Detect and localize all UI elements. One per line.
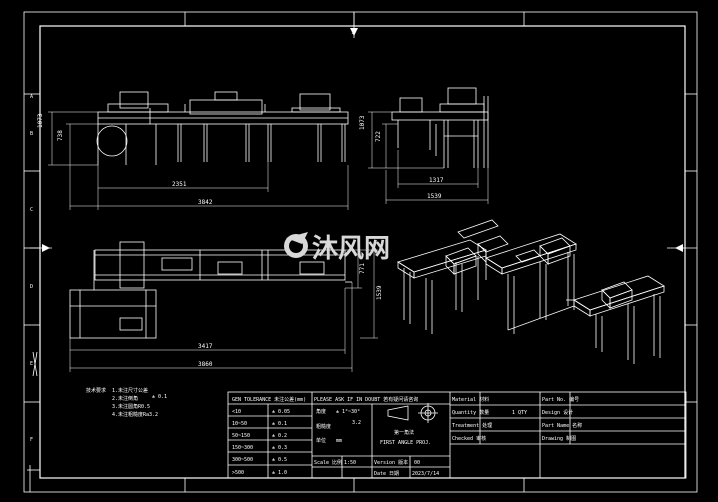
front-height-dim: 1073 xyxy=(37,113,44,128)
projection-cone-icon xyxy=(387,405,409,421)
unit-label: 单位 xyxy=(316,437,326,444)
side-leg-height-dim: 722 xyxy=(375,131,382,142)
unit-value: mm xyxy=(336,438,342,444)
top-width-dim: 771 xyxy=(359,263,366,274)
row-letter-c: C xyxy=(30,207,33,213)
scale-value: 1:50 xyxy=(344,460,356,466)
front-length-dim: 3842 xyxy=(198,199,213,206)
tolerance-range-3: 50~150 xyxy=(232,433,250,439)
tolerance-value-5: ± 0.5 xyxy=(272,457,287,463)
row-letter-b: B xyxy=(30,131,33,137)
front-leg-height-dim: 738 xyxy=(57,130,64,141)
notes-side-value: ± 0.1 xyxy=(152,394,167,400)
front-view xyxy=(48,91,349,210)
side-width-dim: 1317 xyxy=(429,177,444,184)
projection-text: FIRST ANGLE PROJ. xyxy=(380,440,431,446)
version-value: 00 xyxy=(414,460,420,466)
checked-label: Checked 审核 xyxy=(452,435,486,442)
tolerance-range-5: 300~500 xyxy=(232,457,253,463)
date-label: Date 日期 xyxy=(374,471,399,477)
notes-line-4: 4.未注粗糙度Ra3.2 xyxy=(112,411,158,418)
row-letters: A B C D E F xyxy=(30,94,33,443)
quantity-value: 1 QTY xyxy=(512,410,527,416)
doubt-notice: PLEASE ASK IF IN DOUBT 若有疑问请咨询 xyxy=(314,396,418,403)
tolerance-value-1: ± 0.05 xyxy=(272,409,290,415)
sheet-top-mark: 1 xyxy=(351,29,355,36)
centering-marks xyxy=(27,12,697,492)
top-total-width-dim: 1539 xyxy=(376,285,383,300)
finish-label: 粗糙度 xyxy=(316,423,331,430)
isometric-view xyxy=(397,219,665,364)
notes-line-1: 1.未注尺寸公差 xyxy=(112,387,148,394)
tolerance-value-3: ± 0.2 xyxy=(272,433,287,439)
top-length-dim: 3860 xyxy=(198,361,213,368)
row-letter-f: F xyxy=(30,437,33,443)
part-no-label: Part No. 编号 xyxy=(542,396,579,403)
treatment-label: Treatment 处理 xyxy=(452,422,492,429)
notes-title: 技术要求 xyxy=(86,387,106,394)
title-block xyxy=(227,391,687,479)
quantity-label: Quantity 数量 xyxy=(452,409,489,416)
top-view xyxy=(69,241,378,372)
date-value: 2023/7/14 xyxy=(412,471,439,477)
logo-icon xyxy=(284,232,308,258)
scale-label: Scale 比例 xyxy=(314,459,342,466)
tolerance-range-1: <10 xyxy=(232,409,241,415)
top-span-dim: 3417 xyxy=(198,343,213,350)
tolerance-range-2: 10~50 xyxy=(232,421,247,427)
outer-frame xyxy=(23,11,698,493)
notes-line-3: 3.未注圆角R0.5 xyxy=(112,403,150,410)
projection-label: 第一角法 xyxy=(394,429,414,436)
side-total-width-dim: 1539 xyxy=(427,193,442,200)
technical-notes: 技术要求 1.未注尺寸公差 2.未注倒角 3.未注圆角R0.5 4.未注粗糙度R… xyxy=(86,387,167,418)
finish-value: 3.2 xyxy=(352,420,361,426)
row-letter-d: D xyxy=(30,284,33,290)
row-letter-e: E xyxy=(30,361,33,367)
part-name-label: Part Name 名称 xyxy=(542,422,582,429)
iso-section-3 xyxy=(507,275,665,364)
angle-value: ± 1°~30° xyxy=(336,409,360,415)
watermark: 沐风网 xyxy=(284,232,390,264)
notes-line-2: 2.未注倒角 xyxy=(112,395,138,402)
angle-label: 角度 xyxy=(316,408,326,415)
tolerance-value-6: ± 1.0 xyxy=(272,470,287,476)
iso-section-1 xyxy=(397,219,509,334)
side-view xyxy=(368,87,489,204)
tolerance-value-4: ± 0.3 xyxy=(272,445,287,451)
iso-section-2 xyxy=(485,233,577,334)
design-label: Design 设计 xyxy=(542,409,573,416)
side-height-dim: 1073 xyxy=(359,115,366,130)
tolerance-range-4: 150~300 xyxy=(232,445,253,451)
material-label: Material 材料 xyxy=(452,396,489,403)
version-label: Version 版本 xyxy=(374,459,408,466)
drawing-label: Drawing 制图 xyxy=(542,435,576,442)
front-span-dim: 2351 xyxy=(172,181,187,188)
watermark-text: 沐风网 xyxy=(312,234,390,264)
tolerance-value-2: ± 0.1 xyxy=(272,421,287,427)
tolerance-header: GEN TOLERANCE 未注公差(mm) xyxy=(232,396,306,403)
row-letter-a: A xyxy=(30,94,33,100)
tolerance-range-6: >500 xyxy=(232,470,244,476)
